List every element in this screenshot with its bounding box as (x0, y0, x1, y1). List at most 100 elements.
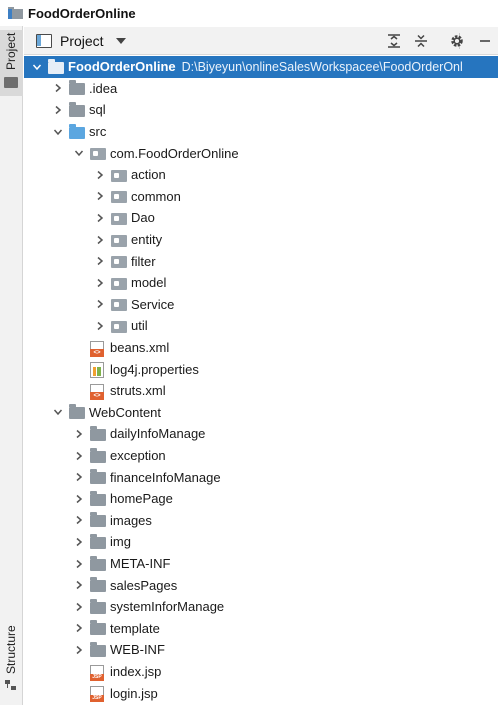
chevron-right-icon[interactable] (93, 254, 107, 268)
tree-row[interactable]: login.jsp (24, 682, 498, 704)
project-tool-tab[interactable]: Project (0, 30, 23, 96)
chevron-right-icon[interactable] (72, 600, 86, 614)
chevron-right-icon[interactable] (72, 578, 86, 592)
package-icon (111, 297, 127, 312)
tree-row-label: WebContent (89, 404, 162, 420)
tree-row[interactable]: WebContent (24, 402, 498, 424)
chevron-right-icon[interactable] (93, 211, 107, 225)
tree-row[interactable]: exception (24, 445, 498, 467)
tree-row-spacer (72, 362, 86, 376)
project-folder-icon (8, 6, 24, 20)
tree-row-label: template (110, 620, 160, 636)
collapse-all-icon[interactable] (412, 32, 430, 50)
chevron-down-icon[interactable] (115, 37, 126, 44)
tree-row[interactable]: beans.xml (24, 337, 498, 359)
tree-row-label: com.FoodOrderOnline (110, 145, 239, 161)
tree-row[interactable]: util (24, 315, 498, 337)
tree-row-label: img (110, 534, 131, 550)
project-view-selector[interactable]: Project (60, 32, 104, 49)
tree-row[interactable]: filter (24, 250, 498, 272)
package-icon (111, 168, 127, 182)
tree-row[interactable]: .idea (24, 78, 498, 100)
tree-row[interactable]: images (24, 510, 498, 532)
folder-icon (90, 533, 106, 549)
tree-row[interactable]: img (24, 531, 498, 553)
tree-row[interactable]: index.jsp (24, 661, 498, 683)
folder-icon (69, 101, 85, 117)
tree-row-spacer (72, 665, 86, 679)
tree-row-label: src (89, 124, 107, 140)
tree-row-label: META-INF (110, 556, 171, 572)
tree-row[interactable]: WEB-INF (24, 639, 498, 661)
tree-row-label: common (131, 188, 181, 204)
chevron-right-icon[interactable] (93, 189, 107, 203)
chevron-right-icon[interactable] (72, 427, 86, 441)
tree-row[interactable]: Dao (24, 207, 498, 229)
chevron-right-icon[interactable] (72, 470, 86, 484)
project-view-icon (36, 33, 52, 48)
package-icon (111, 211, 127, 225)
xml-file-icon (90, 383, 106, 400)
expand-all-icon[interactable] (385, 32, 403, 50)
chevron-right-icon[interactable] (72, 621, 86, 635)
tree-row[interactable]: com.FoodOrderOnline (24, 142, 498, 164)
chevron-right-icon[interactable] (93, 297, 107, 311)
chevron-right-icon[interactable] (93, 319, 107, 333)
folder-icon (90, 512, 106, 528)
chevron-right-icon[interactable] (93, 168, 107, 182)
tree-row[interactable]: systemInforManage (24, 596, 498, 618)
gear-icon[interactable] (448, 32, 466, 50)
project-tree[interactable]: FoodOrderOnline D:\Biyeyun\onlineSalesWo… (24, 56, 498, 705)
tree-row[interactable]: dailyInfoManage (24, 423, 498, 445)
tree-row[interactable]: struts.xml (24, 380, 498, 402)
properties-file-icon (90, 362, 106, 379)
tree-row-label: beans.xml (110, 340, 170, 356)
tree-row[interactable]: Service (24, 294, 498, 316)
tree-row[interactable]: log4j.properties (24, 358, 498, 380)
folder-icon (90, 555, 106, 571)
tree-root-row[interactable]: FoodOrderOnline D:\Biyeyun\onlineSalesWo… (24, 56, 498, 78)
tree-row-label: entity (131, 232, 163, 248)
chevron-down-icon[interactable] (51, 405, 65, 419)
tree-row[interactable]: homePage (24, 488, 498, 510)
tree-row[interactable]: common (24, 186, 498, 208)
chevron-right-icon[interactable] (72, 492, 86, 506)
tree-row[interactable]: salesPages (24, 574, 498, 596)
tree-row[interactable]: src (24, 121, 498, 143)
source-folder-icon (69, 123, 85, 139)
tree-row-label: Dao (131, 210, 155, 226)
chevron-right-icon[interactable] (72, 513, 86, 527)
tree-row-label: financeInfoManage (110, 469, 221, 485)
folder-icon (90, 447, 106, 463)
tree-row[interactable]: META-INF (24, 553, 498, 575)
tree-row-label: .idea (89, 80, 118, 96)
chevron-right-icon[interactable] (72, 643, 86, 657)
folder-icon (90, 598, 106, 614)
window-title: FoodOrderOnline (28, 5, 136, 21)
tree-row[interactable]: template (24, 618, 498, 640)
minimize-icon[interactable] (476, 32, 494, 50)
tree-row[interactable]: action (24, 164, 498, 186)
tree-row[interactable]: financeInfoManage (24, 466, 498, 488)
chevron-down-icon[interactable] (51, 125, 65, 139)
chevron-right-icon[interactable] (72, 557, 86, 571)
chevron-right-icon[interactable] (51, 81, 65, 95)
tree-row-spacer (72, 384, 86, 398)
structure-tool-tab-label: Structure (4, 625, 18, 674)
chevron-down-icon[interactable] (72, 146, 86, 160)
chevron-down-icon[interactable] (30, 60, 44, 74)
tree-row-label: exception (110, 448, 166, 464)
tree-row-label: sql (89, 102, 106, 118)
structure-icon (5, 680, 17, 690)
chevron-right-icon[interactable] (72, 449, 86, 463)
tree-row[interactable]: entity (24, 229, 498, 251)
structure-tool-tab[interactable]: Structure (0, 596, 23, 696)
tree-row[interactable]: model (24, 272, 498, 294)
chevron-right-icon[interactable] (51, 103, 65, 117)
tree-row[interactable]: sql (24, 99, 498, 121)
chevron-right-icon[interactable] (72, 535, 86, 549)
chevron-right-icon[interactable] (93, 276, 107, 290)
folder-icon (90, 577, 106, 593)
chevron-right-icon[interactable] (93, 233, 107, 247)
folder-icon (90, 425, 106, 441)
